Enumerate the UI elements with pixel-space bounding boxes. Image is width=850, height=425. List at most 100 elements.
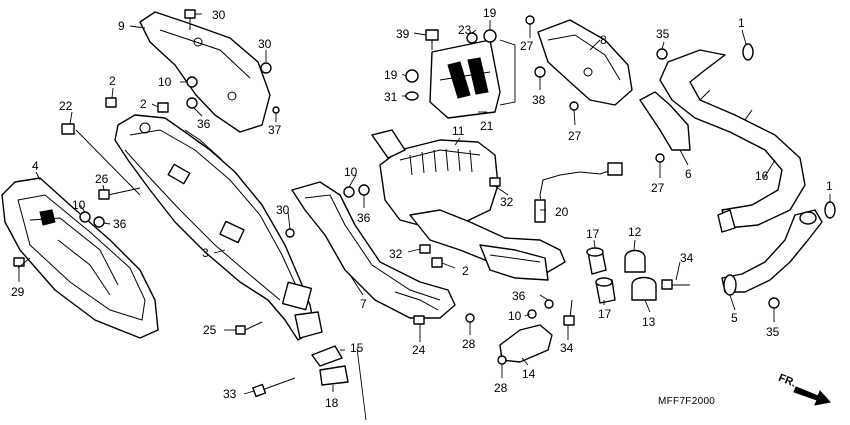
part-9-heat-guard	[139, 11, 271, 133]
callout-2: 2	[109, 74, 116, 88]
part-36-grommet-b	[93, 216, 105, 228]
part-10-collar-a	[186, 76, 198, 88]
callout-6: 6	[685, 167, 692, 181]
callout-31: 31	[384, 90, 398, 104]
callout-2: 2	[140, 97, 147, 111]
part-27-bolt-b	[569, 101, 579, 111]
callout-17: 17	[586, 227, 600, 241]
part-19-rubber-a	[483, 29, 497, 43]
callout-22: 22	[59, 99, 73, 113]
front-arrow-icon	[793, 386, 831, 406]
part-37-clip	[272, 106, 280, 114]
part-2-nut-b	[157, 102, 169, 113]
callout-26: 26	[95, 172, 109, 186]
part-25-bolt	[244, 321, 263, 331]
part-7-heat-shield	[291, 181, 456, 319]
part-8-pipe-guard	[537, 19, 633, 106]
part-13-clamp	[631, 276, 657, 301]
part-11-catalyst	[379, 139, 499, 229]
front-direction-label: FR.	[777, 372, 798, 390]
callout-1: 1	[738, 16, 745, 30]
part-27-bolt-a	[525, 15, 535, 25]
part-6-bracket	[639, 91, 691, 151]
callout-21: 21	[480, 119, 494, 133]
part-12-clamp	[624, 249, 646, 273]
front-direction-indicator: FR.	[777, 372, 831, 406]
part-32-bolt-a	[489, 177, 501, 187]
callout-27: 27	[520, 39, 534, 53]
callout-24: 24	[412, 343, 426, 357]
callout-30: 30	[212, 8, 226, 22]
callout-8: 8	[600, 33, 607, 47]
callout-17: 17	[598, 307, 612, 321]
callout-15: 15	[350, 341, 364, 355]
callout-numbers: 9 30 30 2 10 2 22 36 37 4 26 10 36 3 29 …	[11, 6, 833, 410]
callout-12: 12	[628, 225, 642, 239]
part-31-collar	[405, 91, 419, 101]
part-16-exhaust-pipe	[659, 49, 806, 229]
part-27-bolt-c	[655, 153, 665, 163]
callout-7: 7	[360, 297, 367, 311]
part-10-collar-d	[527, 309, 537, 319]
callout-27: 27	[651, 181, 665, 195]
part-34b-bolt	[569, 299, 573, 319]
diagram-code: MFF7F2000	[658, 396, 715, 407]
part-10-collar-c	[343, 186, 355, 198]
part-36-grommet-a	[186, 97, 198, 109]
callout-35: 35	[766, 325, 780, 339]
callout-18: 18	[325, 396, 339, 410]
callout-11: 11	[452, 124, 465, 138]
callout-10: 10	[72, 198, 86, 212]
callout-39: 39	[396, 27, 410, 41]
part-38-bolt	[534, 66, 546, 78]
part-36-grommet-c	[358, 184, 370, 196]
callout-32: 32	[389, 247, 403, 261]
part-2-nut-a	[105, 97, 117, 108]
part-30-washer	[260, 62, 272, 74]
callout-35: 35	[656, 27, 670, 41]
callout-1: 1	[826, 179, 833, 193]
part-19-rubber-b	[405, 69, 419, 83]
part-15-collar	[311, 345, 343, 367]
callout-37: 37	[268, 123, 282, 137]
part-14-bracket	[499, 324, 553, 363]
part-28-bolt-a	[465, 313, 475, 323]
callout-10: 10	[344, 165, 358, 179]
callout-30: 30	[258, 37, 272, 51]
callout-30: 30	[276, 203, 290, 217]
callout-13: 13	[642, 315, 656, 329]
part-22-nut	[61, 123, 75, 135]
callout-34: 34	[560, 341, 574, 355]
callout-4: 4	[32, 159, 39, 173]
part-5-pipe	[721, 209, 823, 293]
part-24-bolt	[413, 315, 425, 325]
callout-29: 29	[11, 285, 25, 299]
callout-36: 36	[512, 289, 526, 303]
part-26-bolt	[107, 187, 141, 196]
part-10-collar-b	[79, 211, 91, 223]
part-30-bolt-c	[285, 228, 295, 238]
callout-19: 19	[384, 68, 398, 82]
callout-36: 36	[357, 211, 371, 225]
part-20-o2-sensor	[539, 169, 613, 213]
part-1-gasket-upper	[742, 43, 754, 61]
callout-38: 38	[532, 93, 546, 107]
part-35-nut-b	[768, 297, 780, 309]
part-shapes	[1, 9, 836, 398]
part-32-bolt-b	[419, 244, 431, 254]
callout-10: 10	[508, 309, 522, 323]
callout-34: 34	[680, 251, 694, 265]
part-36-grommet-d	[544, 299, 554, 309]
part-1-gasket-lower	[824, 201, 836, 219]
callout-32: 32	[500, 195, 514, 209]
callout-27: 27	[568, 129, 582, 143]
callout-3: 3	[202, 246, 209, 260]
callout-20: 20	[555, 205, 569, 219]
callout-28: 28	[494, 381, 508, 395]
callout-36: 36	[113, 217, 127, 231]
leader-lines	[17, 13, 831, 421]
callout-25: 25	[203, 323, 217, 337]
callout-14: 14	[522, 367, 536, 381]
callout-5: 5	[731, 311, 738, 325]
